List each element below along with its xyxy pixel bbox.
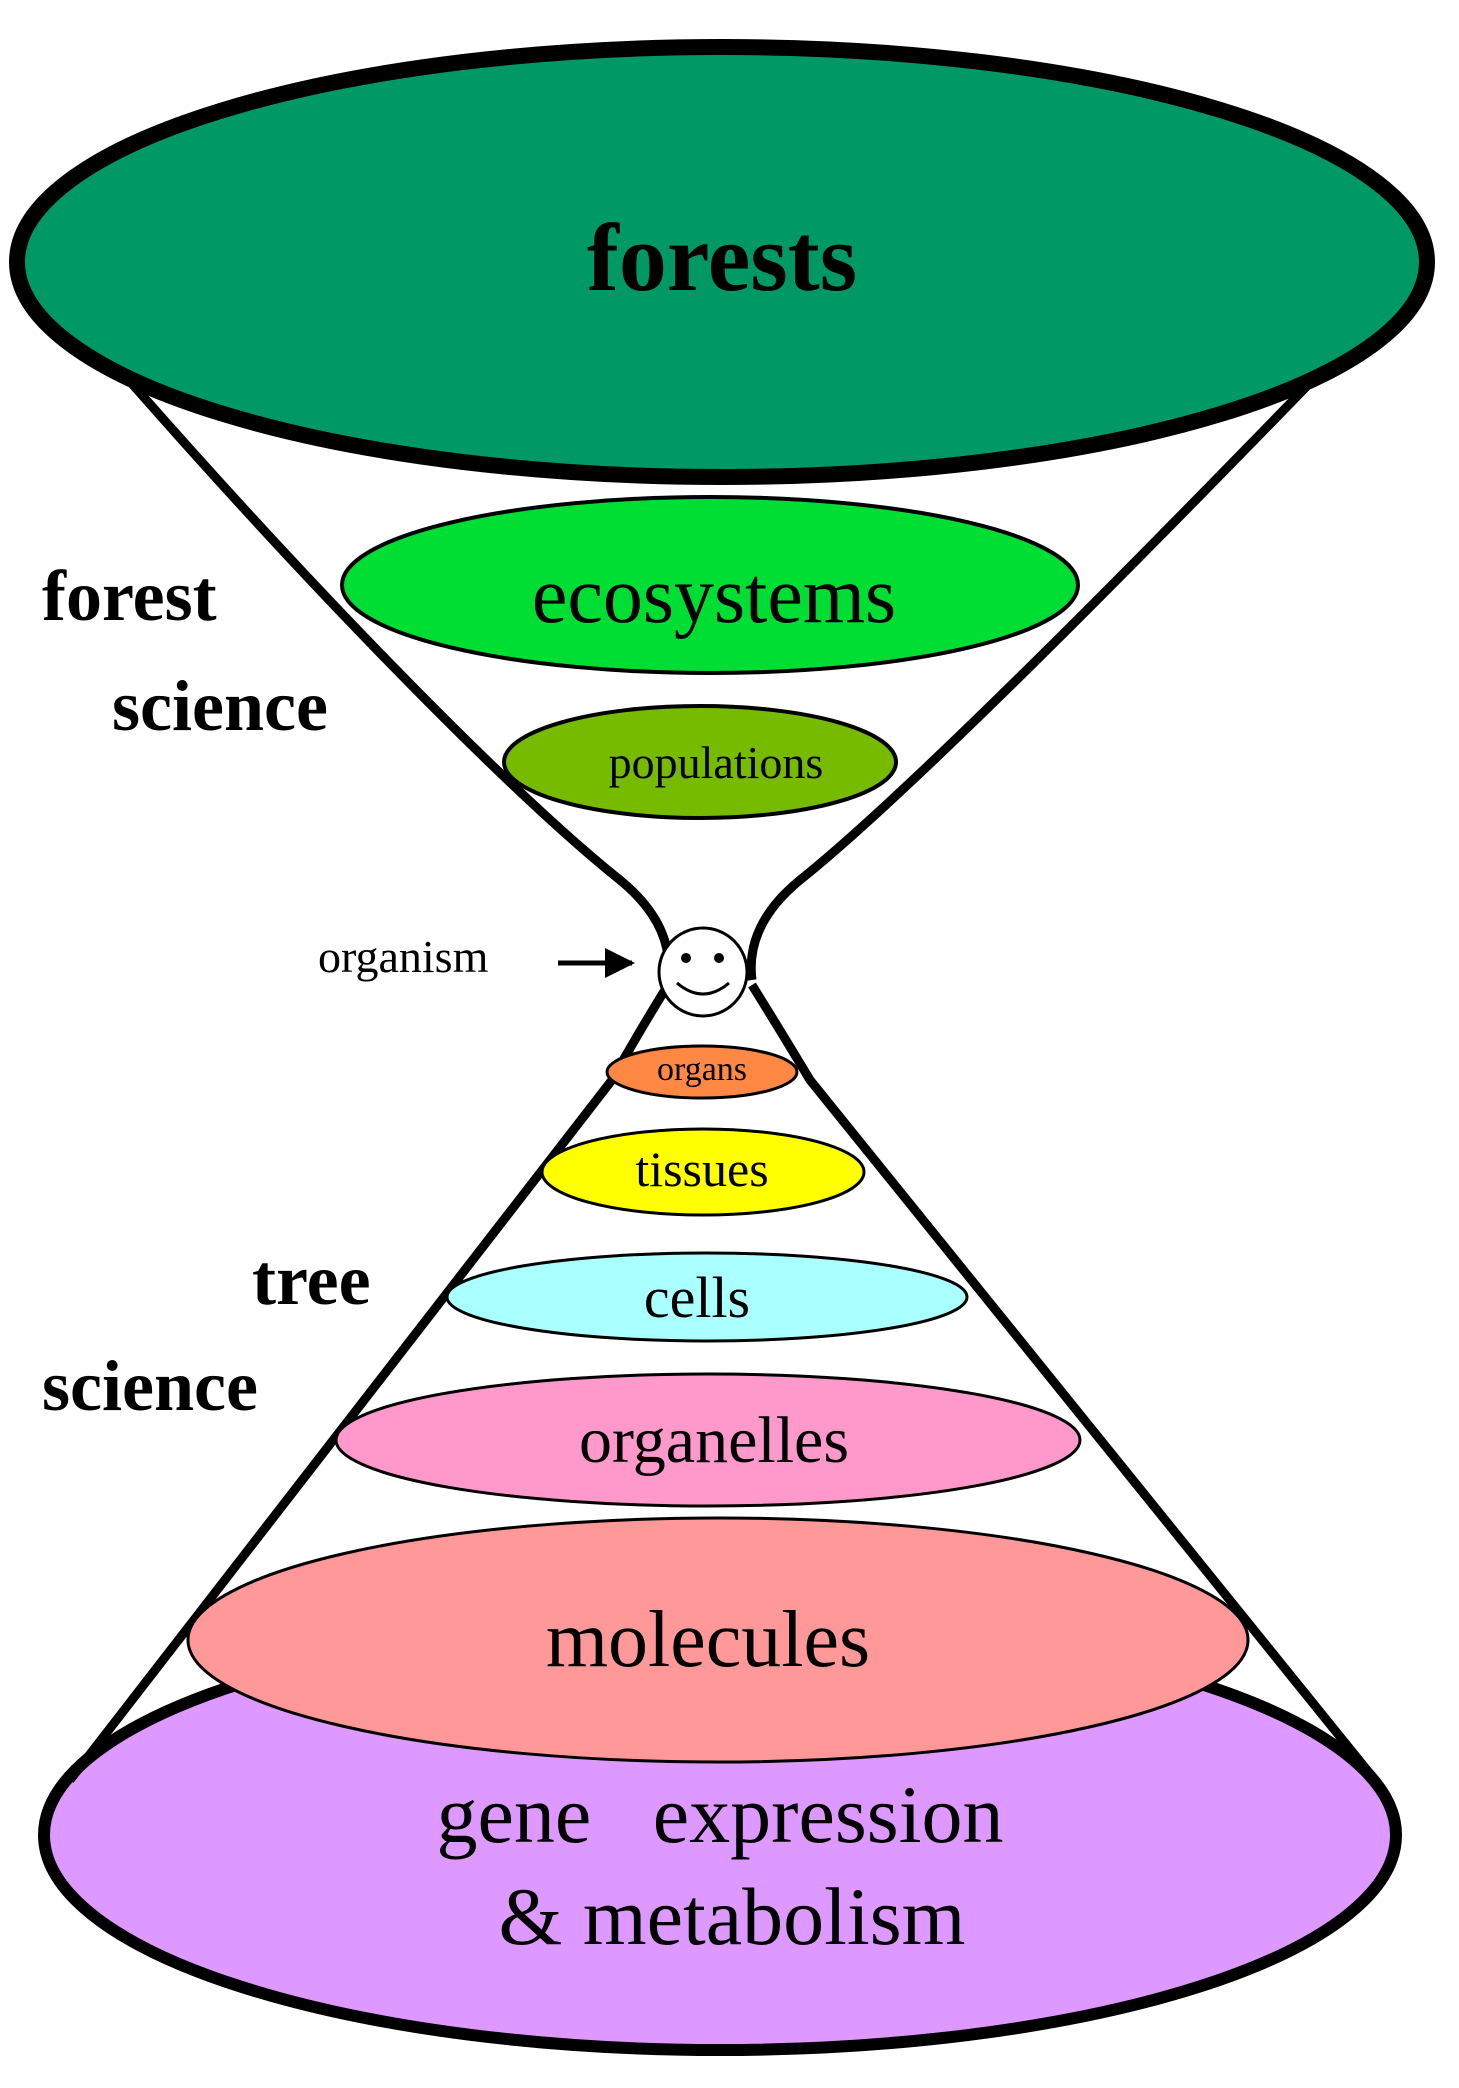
tree-science-label-line2: science [42, 1346, 258, 1426]
tree-science-label-line1: tree [252, 1240, 371, 1320]
organelles-ellipse [334, 1372, 1082, 1508]
ecosystems-label: ecosystems [532, 552, 896, 640]
tissues-ellipse [540, 1127, 866, 1217]
organs-label: organs [657, 1051, 747, 1088]
cells-label: cells [644, 1265, 750, 1330]
organism-label: organism [318, 931, 489, 982]
lower-cone-outline-right [748, 982, 1379, 1783]
forest-science-label-line2: science [112, 666, 328, 746]
organelles-label: organelles [579, 1404, 849, 1477]
forest-science-label-line1: forest [42, 556, 217, 636]
upper-cone-outline [116, 367, 674, 981]
smiley-face-icon [657, 926, 749, 1018]
populations-label: populations [609, 737, 824, 788]
molecules-ellipse [186, 1516, 1250, 1764]
gene-expression-label-line1: gene expression [437, 1769, 1004, 1860]
populations-ellipse [502, 704, 898, 820]
tissues-label: tissues [635, 1141, 768, 1197]
ecosystems-ellipse [340, 495, 1080, 675]
gene-expression-label-line2: & metabolism [499, 1871, 966, 1962]
cells-ellipse [445, 1251, 969, 1343]
forests-label: forests [587, 204, 857, 311]
organs-ellipse [605, 1044, 799, 1100]
molecules-label: molecules [546, 1596, 870, 1684]
forests-ellipse [9, 39, 1435, 485]
upper-cone-outline-right [746, 348, 1344, 981]
